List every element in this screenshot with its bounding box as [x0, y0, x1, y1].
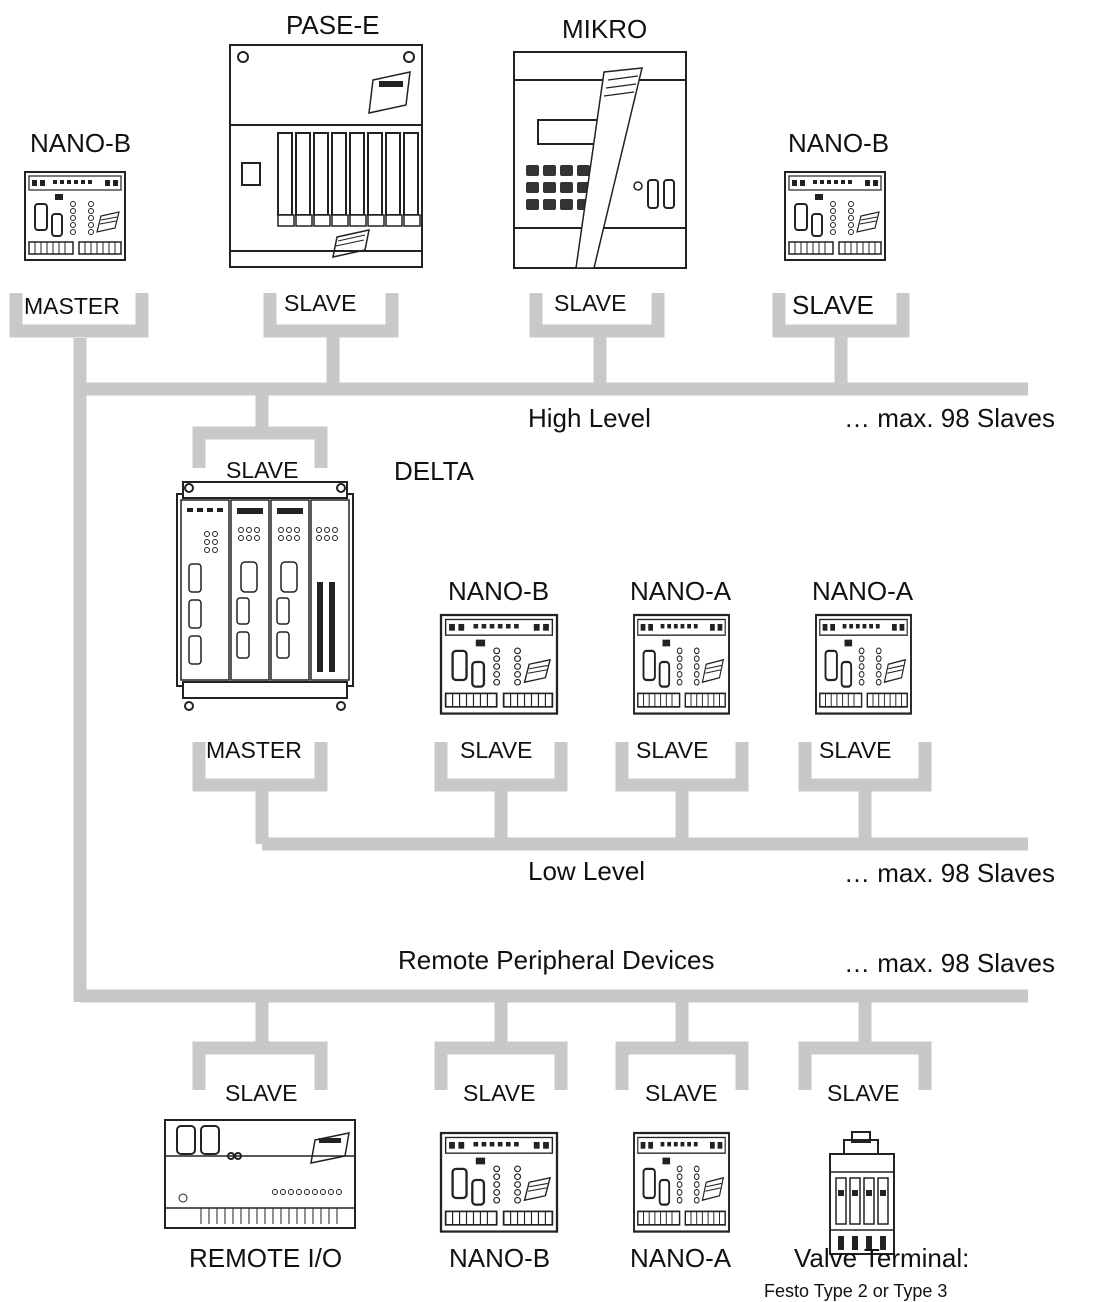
- nano-a-mid-2-label: NANO-A: [812, 576, 913, 607]
- slave-label-pase-e: SLAVE: [284, 290, 356, 317]
- slave-label-valve-terminal: SLAVE: [827, 1080, 899, 1107]
- slave-label-delta: SLAVE: [226, 457, 298, 484]
- remote-io-device: [165, 1120, 355, 1228]
- nano-b-mid-device: [441, 615, 557, 714]
- nano-b-mid-label: NANO-B: [448, 576, 549, 607]
- slave-label-nano-b-bottom: SLAVE: [463, 1080, 535, 1107]
- mikro-device: [514, 52, 686, 268]
- high-level-max-slaves: … max. 98 Slaves: [844, 403, 1055, 434]
- master-label-top: MASTER: [24, 293, 120, 320]
- nano-a-bottom-device: [634, 1133, 729, 1232]
- nano-b-bottom-device: [441, 1133, 557, 1232]
- nano-a-mid-1-device: [634, 615, 729, 714]
- remote-io-label: REMOTE I/O: [189, 1243, 342, 1274]
- slave-label-remote-io: SLAVE: [225, 1080, 297, 1107]
- remote-max-slaves: … max. 98 Slaves: [844, 948, 1055, 979]
- valve-terminal-label: Valve Terminal:: [794, 1243, 969, 1274]
- slave-label-nano-b-mid: SLAVE: [460, 737, 532, 764]
- slave-label-nano-a-bottom: SLAVE: [645, 1080, 717, 1107]
- valve-terminal-sublabel: Festo Type 2 or Type 3: [764, 1281, 947, 1302]
- valve-terminal-device: [830, 1132, 894, 1254]
- nano-b-top-left-label: NANO-B: [30, 128, 131, 159]
- mikro-label: MIKRO: [562, 14, 647, 45]
- pase-e-device: [230, 45, 422, 267]
- nano-b-top-right-device: [785, 172, 885, 260]
- nano-b-top-right-label: NANO-B: [788, 128, 889, 159]
- nano-b-top-left-device: [25, 172, 125, 260]
- nano-a-bottom-label: NANO-A: [630, 1243, 731, 1274]
- slave-label-nano-a-mid-1: SLAVE: [636, 737, 708, 764]
- nano-a-mid-2-device: [816, 615, 911, 714]
- slave-label-nano-a-mid-2: SLAVE: [819, 737, 891, 764]
- slave-label-nano-b-top: SLAVE: [792, 290, 874, 321]
- delta-label: DELTA: [394, 456, 474, 487]
- nano-b-bottom-label: NANO-B: [449, 1243, 550, 1274]
- remote-bus-label: Remote Peripheral Devices: [398, 945, 714, 976]
- slave-label-mikro: SLAVE: [554, 290, 626, 317]
- master-label-delta: MASTER: [206, 737, 302, 764]
- pase-e-label: PASE-E: [286, 10, 379, 41]
- delta-device: [177, 482, 353, 710]
- nano-a-mid-1-label: NANO-A: [630, 576, 731, 607]
- high-level-label: High Level: [528, 403, 651, 434]
- low-level-label: Low Level: [528, 856, 645, 887]
- low-level-max-slaves: … max. 98 Slaves: [844, 858, 1055, 889]
